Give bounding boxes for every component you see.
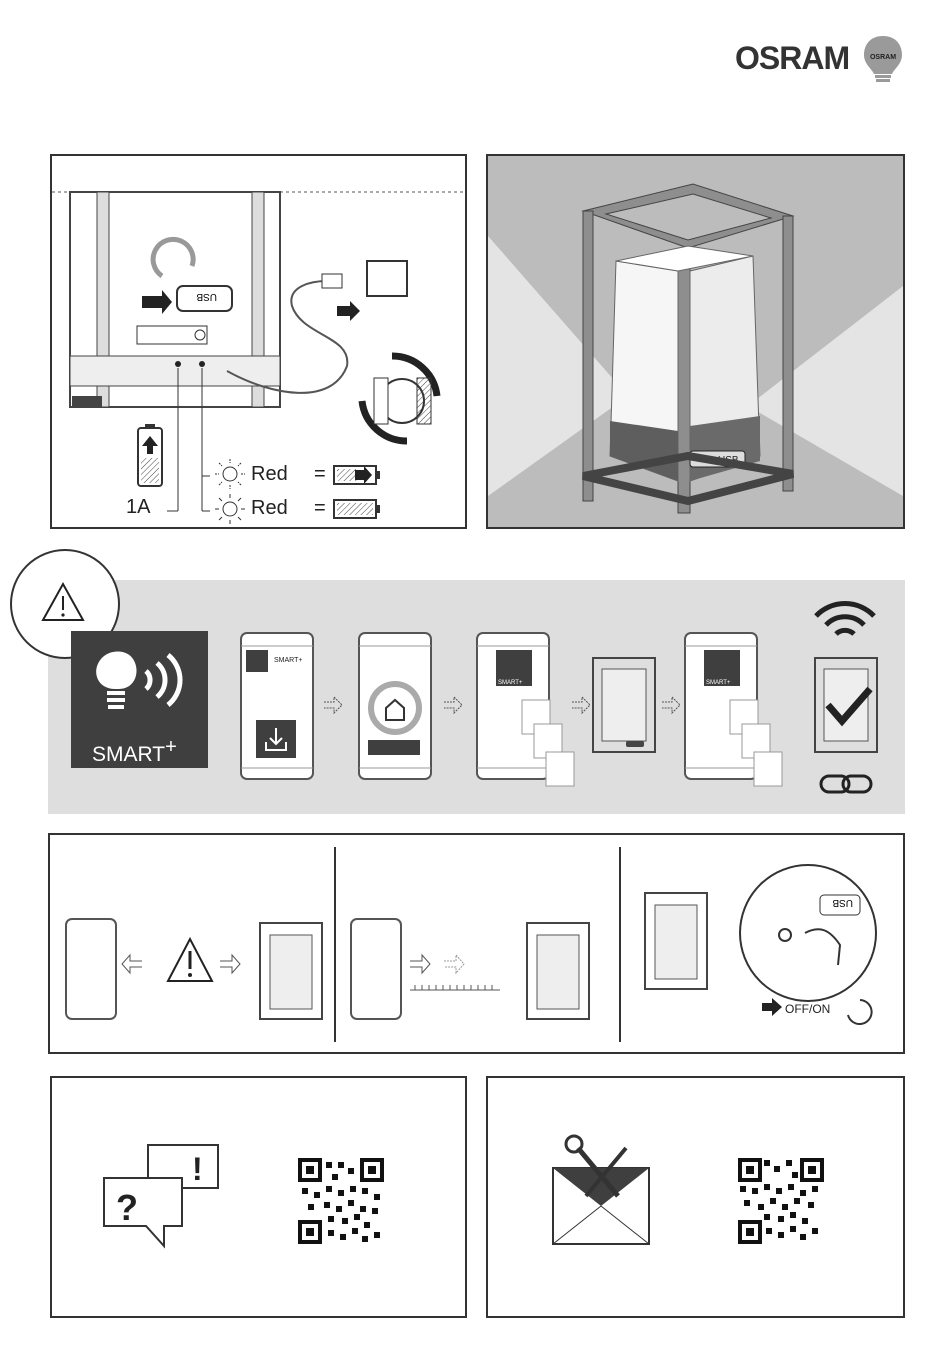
equals-sign-2: = [314,497,326,520]
phone-app-tag-3: SMART+ [706,680,731,686]
service-panel [486,1076,905,1318]
phone-device-added: SMART+ [684,632,789,792]
lantern-small-icon [590,655,658,755]
osram-logo-text: OSRAM [870,54,896,61]
reset-panel: USB OFF/ON [48,833,905,1054]
step-arrow-icon [660,694,684,716]
phone-app-tag-1: SMART+ [274,657,302,664]
step-arrow-icon [570,694,594,716]
lantern-connected-icon [812,655,880,755]
smart-plus-label: SMART+ [92,736,177,767]
reset-usb-label: USB [832,897,853,908]
led-blink-color-label: Red [251,463,288,486]
step-arrow-icon [442,694,466,716]
charging-panel: USB [50,154,467,529]
link-icon [818,772,874,796]
chat-question-icon: ! ? [52,1078,465,1316]
support-panel: ! ? [50,1076,467,1318]
phone-home-setup [358,632,433,780]
step-arrow-icon [322,694,346,716]
phone-add-device: SMART+ [476,632,581,792]
product-view-panel: USB [486,154,905,529]
qr-code-support [298,1158,384,1244]
equals-sign-1: = [314,463,326,486]
usb-cover-label: USB [196,291,217,302]
wifi-icon [810,598,880,640]
current-label: 1A [126,496,150,519]
qr-code-service [738,1158,824,1244]
svg-text:!: ! [192,1151,203,1187]
phone-download-app: SMART+ [240,632,315,780]
osram-bulb-logo-icon: OSRAM [862,34,904,84]
envelope-tools-icon [488,1078,903,1316]
brand-logo-text: OSRAM [735,40,849,77]
svg-text:?: ? [116,1187,138,1228]
offon-label: OFF/ON [785,1002,830,1016]
led-steady-color-label: Red [251,497,288,520]
phone-app-tag-2: SMART+ [498,680,523,686]
